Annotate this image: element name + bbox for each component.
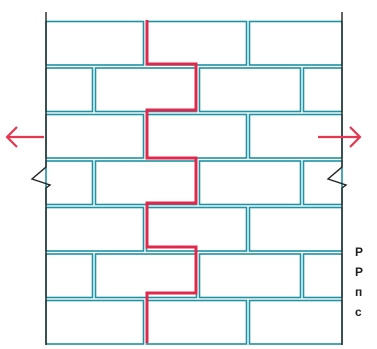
figure-caption: Р Р п с [355, 242, 377, 322]
caption-line-2: Р [355, 265, 364, 279]
brick [45, 113, 145, 159]
break-zigzag-left-icon [30, 12, 52, 345]
brick [94, 160, 198, 206]
brick [45, 253, 94, 299]
brick [45, 160, 94, 206]
brick [198, 253, 302, 299]
brick [302, 253, 343, 299]
brick [248, 20, 343, 66]
caption-line-4: с [355, 305, 362, 319]
brick [198, 160, 302, 206]
brick [198, 67, 302, 113]
brick [145, 113, 248, 159]
brick [145, 299, 248, 345]
caption-line-1: Р [355, 245, 364, 259]
break-zigzag-right-icon [326, 12, 348, 345]
arrow-left-icon [5, 126, 44, 148]
brick [45, 67, 94, 113]
brick [145, 206, 248, 252]
caption-line-3: п [355, 285, 363, 299]
brick [45, 299, 145, 345]
brick [145, 20, 248, 66]
brick [94, 253, 198, 299]
brick [248, 206, 343, 252]
brick [45, 20, 145, 66]
brick [302, 67, 343, 113]
arrow-right-icon [318, 126, 362, 148]
brick [45, 206, 145, 252]
brick-courses [45, 20, 343, 345]
brick [94, 67, 198, 113]
brick [302, 160, 343, 206]
stepped-crack-line [145, 20, 198, 343]
brick [248, 299, 343, 345]
